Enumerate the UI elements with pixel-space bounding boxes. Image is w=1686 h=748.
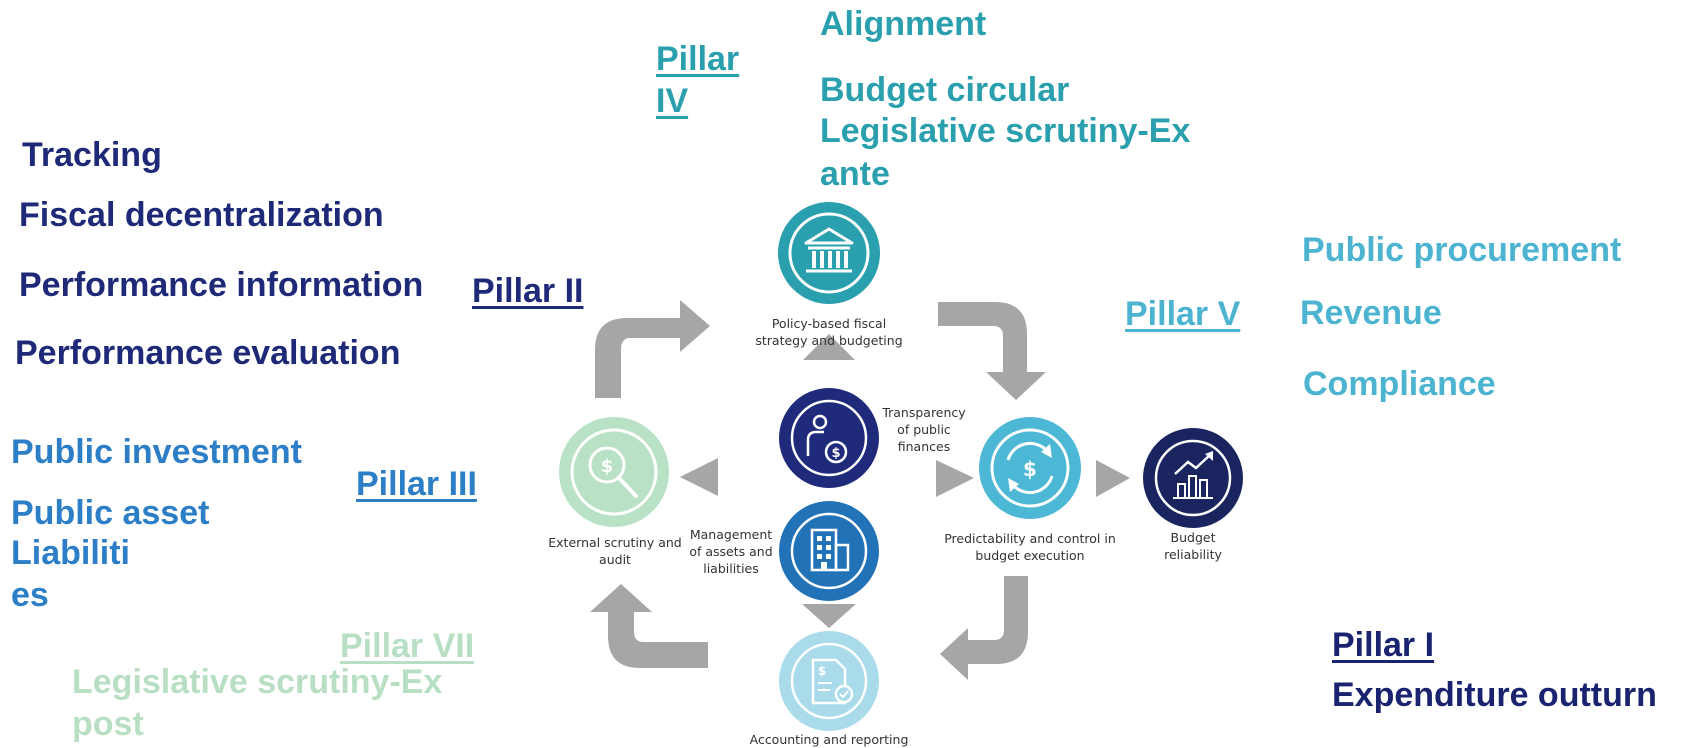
node-budget-line2: reliability (1164, 547, 1222, 562)
triangle-right-2 (1096, 460, 1130, 497)
arrow-right-down (938, 302, 1046, 400)
arrow-left-up (590, 584, 708, 668)
pillar-vii-label: Pillar VII (340, 627, 475, 665)
node-external-line1: External scrutiny and (548, 535, 682, 550)
pillar-v-item-public-procurement: Public procurement (1302, 231, 1622, 269)
magnifier-dollar-icon: $ (559, 417, 669, 527)
pillar-iii-label: Pillar III (356, 465, 477, 503)
node-transparency-line1: Transparency (882, 405, 966, 420)
dollar-cycle-icon: $ (979, 417, 1081, 519)
person-dollar-icon: $ (779, 388, 879, 488)
node-assets-caption: Management of assets and liabilities (684, 526, 778, 577)
node-transparency-caption: Transparency of public finances (868, 404, 980, 455)
node-external-line2: audit (599, 552, 631, 567)
pillar-v-item-compliance: Compliance (1303, 365, 1496, 403)
pillar-iv-item-alignment: Alignment (820, 5, 987, 43)
svg-text:$: $ (831, 446, 840, 461)
node-predictability-line2: budget execution (975, 548, 1085, 563)
node-transparency-line2: of public (897, 422, 951, 437)
pillar-vii-item-post: post (72, 705, 144, 743)
pillar-ii-item-fiscal-decentralization: Fiscal decentralization (19, 196, 384, 234)
cycle-arrows (590, 300, 1130, 680)
node-accounting-caption: Accounting and reporting (749, 732, 909, 747)
pillar-iii-item-public-investment: Public investment (11, 433, 302, 471)
bank-icon (778, 202, 880, 304)
pillar-iii-item-liabilities-1: Liabiliti (11, 534, 130, 572)
document-dollar-icon: $ (779, 631, 879, 731)
pillar-ii-label: Pillar II (472, 272, 584, 310)
node-policy-caption: Policy-based fiscal strategy and budgeti… (729, 315, 929, 349)
pillar-iv-label: Pillar IV (656, 38, 739, 122)
triangle-left (680, 458, 718, 496)
triangle-right-1 (936, 460, 974, 497)
building-icon (779, 501, 879, 601)
pillar-ii-item-performance-evaluation: Performance evaluation (15, 334, 401, 372)
arrow-down-left (940, 576, 1028, 680)
triangle-up (803, 334, 855, 360)
node-policy-line2: strategy and budgeting (755, 333, 903, 348)
arrow-up-right (595, 300, 710, 398)
pillar-iv-item-budget-circular: Budget circular (820, 71, 1070, 109)
node-predictability-caption: Predictability and control in budget exe… (930, 530, 1130, 564)
bar-chart-icon (1143, 428, 1243, 528)
pillar-iv-line1: Pillar (656, 40, 740, 78)
node-assets-line2: of assets and (689, 544, 773, 559)
pillar-iv-line2: IV (656, 82, 689, 120)
svg-text:$: $ (601, 456, 614, 477)
pillar-v-item-revenue: Revenue (1300, 294, 1442, 332)
pillar-iv-item-legislative-exante: Legislative scrutiny-Ex (820, 112, 1191, 150)
node-predictability-line1: Predictability and control in (944, 531, 1116, 546)
pillar-ii-item-tracking: Tracking (22, 136, 162, 174)
svg-text:$: $ (818, 664, 826, 678)
node-budget-line1: Budget (1170, 530, 1216, 545)
pillar-i-item-expenditure-outturn: Expenditure outturn (1332, 676, 1657, 714)
pillar-i-label: Pillar I (1332, 626, 1435, 664)
pillar-v-label: Pillar V (1125, 295, 1241, 333)
svg-text:$: $ (1023, 457, 1037, 481)
pillar-vii-item-legislative-expost: Legislative scrutiny-Ex (72, 663, 443, 701)
pillar-ii-item-performance-information: Performance information (19, 266, 424, 304)
node-assets-line1: Management (689, 527, 773, 542)
pillar-iii-item-liabilities-2: es (11, 576, 49, 614)
node-budget-caption: Budget reliability (1143, 529, 1243, 563)
node-external-caption: External scrutiny and audit (535, 534, 695, 568)
pillar-iv-item-ante: ante (820, 155, 890, 193)
node-assets-line3: liabilities (703, 561, 759, 576)
triangle-down (802, 604, 856, 628)
node-policy-line1: Policy-based fiscal (771, 316, 887, 331)
pillar-iii-item-public-asset: Public asset (11, 494, 210, 532)
node-transparency-line3: finances (897, 439, 951, 454)
